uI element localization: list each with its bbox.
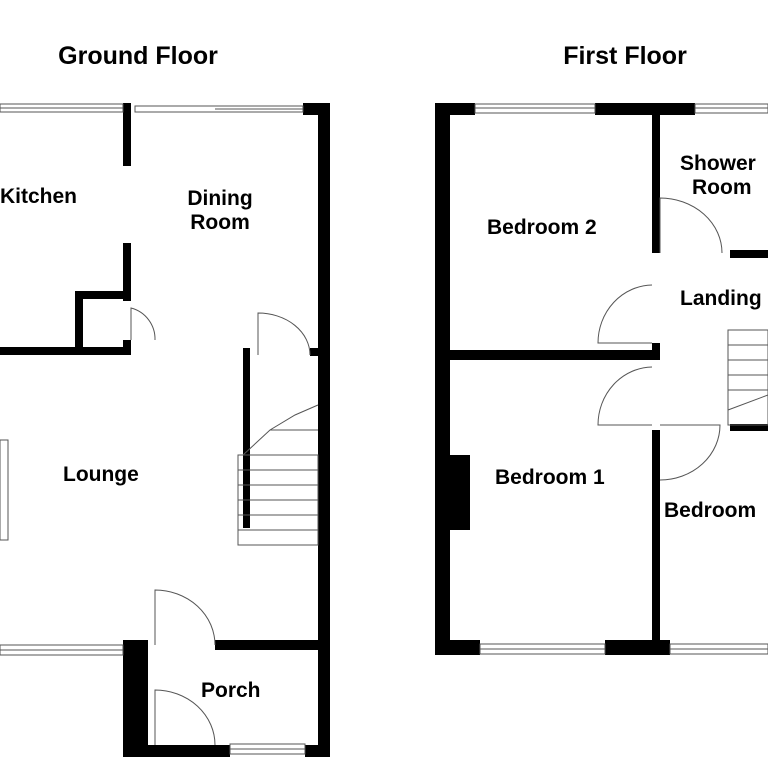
first-floor-windows (474, 103, 768, 655)
room-label-lounge: Lounge (63, 463, 139, 486)
room-label-porch: Porch (201, 679, 261, 702)
room-label-kitchen: Kitchen (0, 185, 78, 208)
first-floor-title: First Floor (563, 42, 687, 70)
ground-floor-stairs (237, 404, 319, 546)
room-label-dining-room: Dining Room (180, 187, 260, 235)
room-label-landing: Landing (680, 287, 762, 310)
room-label-bedroom-3: Bedroom (664, 499, 757, 522)
ground-floor-doors (130, 307, 311, 746)
ground-floor-walls (0, 103, 330, 757)
room-label-shower-line1: Shower (680, 152, 756, 175)
room-label-shower-line2: Room (692, 176, 752, 199)
room-label-shower-room: Shower Room (680, 152, 756, 200)
first-floor-walls (435, 103, 768, 655)
room-label-dining-line1: Dining (187, 187, 253, 210)
ground-floor-title: Ground Floor (58, 42, 218, 70)
first-floor-stairs (727, 329, 768, 426)
room-label-bedroom-2: Bedroom 2 (487, 216, 597, 239)
room-label-dining-line2: Room (190, 211, 250, 234)
first-floor-doors (597, 197, 723, 481)
room-label-bedroom-1: Bedroom 1 (495, 466, 605, 489)
ground-floor-windows (0, 103, 306, 755)
